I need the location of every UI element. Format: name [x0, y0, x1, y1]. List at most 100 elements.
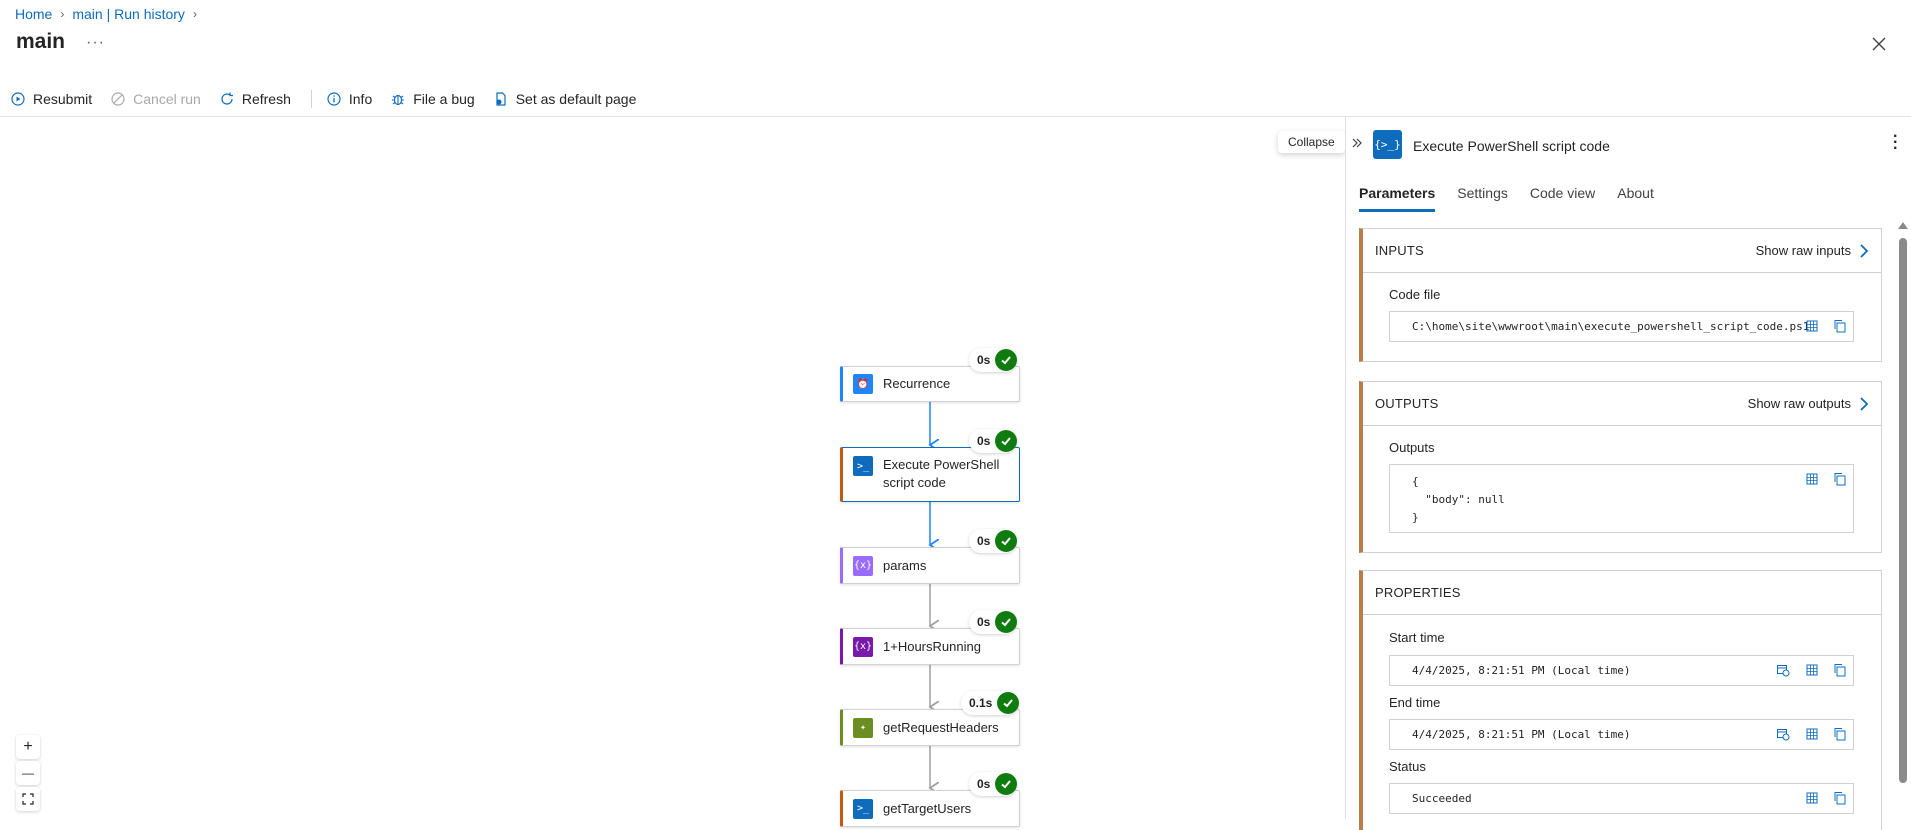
panel-scrollbar[interactable]	[1899, 238, 1907, 783]
copy-icon[interactable]	[1833, 663, 1847, 677]
duration-label: 0s	[977, 534, 991, 548]
double-chevron-right-icon[interactable]	[1350, 136, 1364, 150]
show-raw-outputs-link[interactable]: Show raw outputs	[1748, 396, 1869, 411]
run-status-badge: 0.1s	[961, 691, 1020, 715]
chevron-right-icon: ›	[60, 7, 65, 21]
workflow-node-label: 1+HoursRunning	[883, 638, 981, 654]
table-view-icon[interactable]	[1805, 319, 1819, 333]
success-check-icon	[995, 530, 1018, 552]
pin-page-icon	[496, 92, 506, 106]
close-icon[interactable]	[1869, 34, 1889, 54]
file-bug-button[interactable]: File a bug	[388, 87, 482, 111]
tab-about[interactable]: About	[1617, 185, 1654, 201]
zoom-out-button[interactable]: —	[16, 761, 40, 785]
success-check-icon	[995, 611, 1018, 633]
cancel-run-button[interactable]: Cancel run	[108, 87, 209, 111]
workflow-node[interactable]: ✦getRequestHeaders	[840, 709, 1020, 746]
properties-heading: PROPERTIES	[1375, 585, 1461, 600]
powershell-icon: {>_}	[1373, 130, 1402, 159]
copy-icon[interactable]	[1833, 791, 1847, 805]
more-options-button[interactable]: ···	[86, 34, 105, 51]
tab-code-view[interactable]: Code view	[1529, 185, 1596, 201]
properties-section: PROPERTIES Start time 4/4/2025, 8:21:51 …	[1359, 570, 1882, 830]
run-status-badge: 0s	[969, 529, 1018, 553]
info-label: Info	[348, 91, 373, 107]
copy-icon[interactable]	[1833, 319, 1847, 333]
set-default-page-button[interactable]: Set as default page	[491, 87, 645, 111]
success-check-icon	[995, 430, 1018, 452]
show-raw-inputs-link[interactable]: Show raw inputs	[1756, 243, 1869, 258]
breadcrumb-home[interactable]: Home	[15, 6, 53, 22]
table-view-icon[interactable]	[1805, 472, 1819, 486]
scroll-up-arrow[interactable]	[1898, 222, 1908, 229]
variable-icon: {x}	[853, 636, 873, 657]
resubmit-label: Resubmit	[33, 91, 93, 107]
outputs-section: OUTPUTS Show raw outputs Outputs { "body…	[1359, 381, 1882, 553]
workflow-node[interactable]: {x} params	[840, 547, 1020, 584]
info-icon	[327, 92, 341, 106]
panel-tabs: Parameters Settings Code view About	[1359, 185, 1654, 212]
zoom-in-button[interactable]: +	[16, 735, 40, 759]
run-status-badge: 0s	[969, 429, 1018, 453]
inputs-section: INPUTS Show raw inputs Code file C:\home…	[1359, 228, 1882, 362]
table-view-icon[interactable]	[1805, 663, 1819, 677]
info-button[interactable]: Info	[324, 87, 380, 111]
inputs-heading: INPUTS	[1375, 243, 1424, 258]
calendar-clock-icon[interactable]	[1776, 663, 1790, 677]
variable-icon: {x}	[853, 555, 873, 576]
run-status-badge: 0s	[969, 772, 1018, 796]
run-status-badge: 0s	[969, 610, 1018, 634]
header-divider	[0, 116, 1911, 117]
tab-settings[interactable]: Settings	[1457, 185, 1508, 201]
end-time-label: End time	[1389, 695, 1441, 710]
run-status-badge: 0s	[969, 348, 1018, 372]
clock-icon: ⏰	[853, 374, 873, 394]
code-file-value: C:\home\site\wwwroot\main\execute_powers…	[1412, 320, 1810, 333]
breadcrumb-run-history[interactable]: main | Run history	[72, 6, 185, 22]
workflow-node[interactable]: >_Execute PowerShell script code	[840, 447, 1020, 502]
workflow-node[interactable]: ⏰ Recurrence	[840, 366, 1020, 402]
success-check-icon	[995, 773, 1018, 795]
tab-parameters[interactable]: Parameters	[1359, 185, 1436, 212]
collapse-tooltip: Collapse	[1278, 131, 1345, 153]
resubmit-button[interactable]: Resubmit	[8, 87, 100, 111]
cancel-run-label: Cancel run	[133, 91, 201, 107]
start-time-label: Start time	[1389, 630, 1445, 645]
designer-canvas[interactable]	[0, 117, 1345, 819]
refresh-icon	[221, 92, 233, 105]
more-vertical-icon[interactable]: ···	[1893, 128, 1899, 157]
outputs-field: { "body": null }	[1389, 464, 1854, 533]
duration-label: 0.1s	[969, 696, 993, 710]
refresh-button[interactable]: Refresh	[217, 87, 299, 111]
chevron-right-icon: ›	[192, 7, 197, 21]
copy-icon[interactable]	[1833, 472, 1847, 486]
duration-label: 0s	[977, 615, 991, 629]
outputs-json-line-3: }	[1412, 511, 1419, 524]
breadcrumb: Home › main | Run history ›	[15, 6, 197, 22]
show-raw-inputs-label: Show raw inputs	[1755, 243, 1851, 258]
cancel-icon	[111, 92, 125, 106]
code-file-field: C:\home\site\wwwroot\main\execute_powers…	[1389, 311, 1854, 342]
fit-view-button[interactable]	[16, 787, 40, 811]
file-bug-label: File a bug	[413, 91, 475, 107]
workflow-node-label: params	[883, 557, 927, 573]
refresh-label: Refresh	[241, 91, 291, 107]
workflow-node-label: getRequestHeaders	[883, 719, 999, 735]
workflow-node-label: Recurrence	[883, 376, 951, 391]
duration-label: 0s	[977, 777, 991, 791]
status-value: Succeeded	[1412, 792, 1472, 805]
status-field: Succeeded	[1389, 783, 1854, 814]
end-time-field: 4/4/2025, 8:21:51 PM (Local time)	[1389, 719, 1854, 750]
start-time-field: 4/4/2025, 8:21:51 PM (Local time)	[1389, 655, 1854, 686]
table-view-icon[interactable]	[1805, 791, 1819, 805]
table-view-icon[interactable]	[1805, 727, 1819, 741]
copy-icon[interactable]	[1833, 727, 1847, 741]
code-file-label: Code file	[1389, 287, 1441, 302]
end-time-value: 4/4/2025, 8:21:51 PM (Local time)	[1412, 728, 1631, 741]
toolbar-divider	[310, 90, 312, 108]
page-title: main	[16, 30, 66, 53]
outputs-label: Outputs	[1389, 440, 1435, 455]
workflow-node[interactable]: {x} 1+HoursRunning	[840, 628, 1020, 665]
calendar-clock-icon[interactable]	[1776, 727, 1790, 741]
resubmit-icon	[11, 92, 25, 106]
